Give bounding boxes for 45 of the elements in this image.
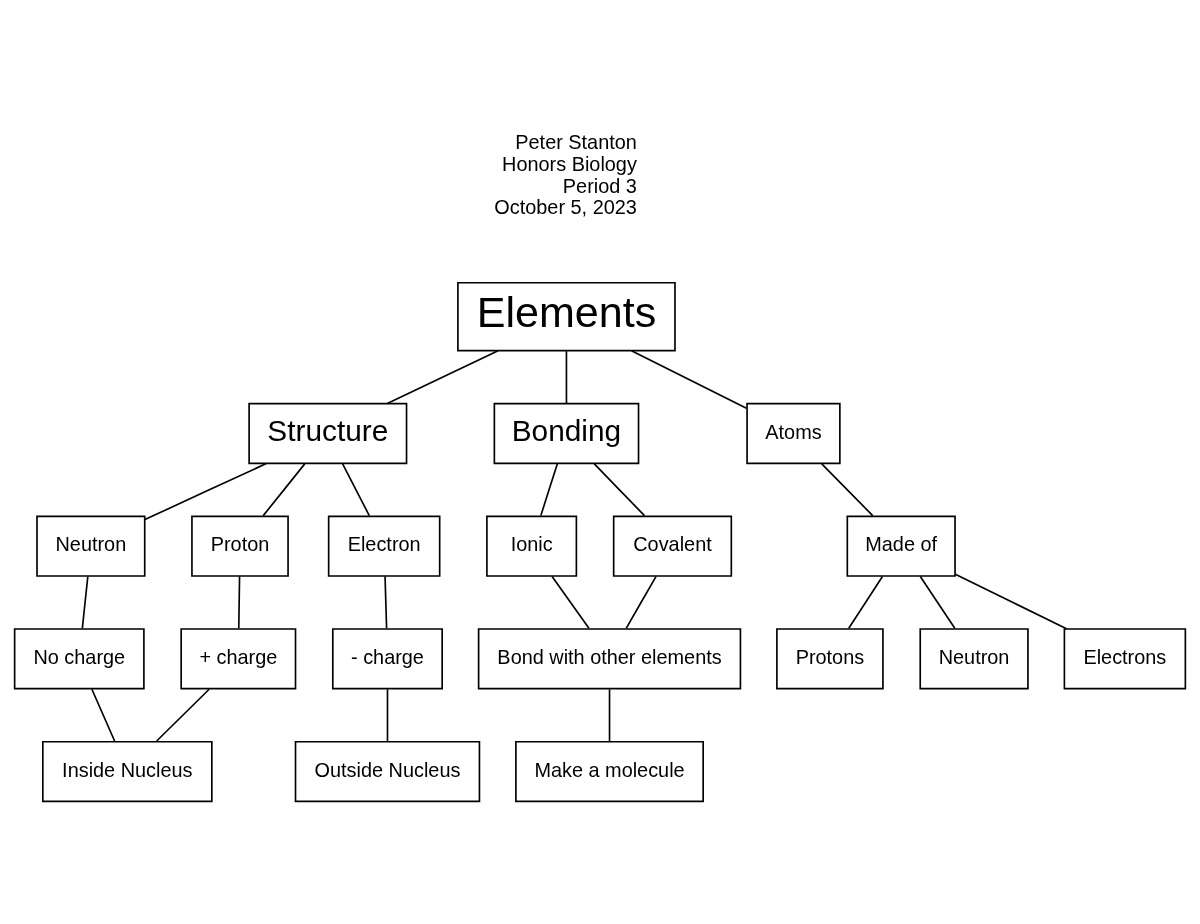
connector xyxy=(341,462,371,516)
connector xyxy=(593,462,646,516)
node-box: Neutron xyxy=(36,515,146,577)
node-box: Outside Nucleus xyxy=(294,740,481,802)
node-box: Proton xyxy=(191,515,289,577)
connector xyxy=(630,349,748,409)
connector xyxy=(847,575,884,629)
connector xyxy=(551,575,590,629)
connector xyxy=(919,575,956,629)
connector xyxy=(144,462,267,520)
connector xyxy=(820,462,874,516)
label: Honors Biology xyxy=(502,152,637,175)
connector xyxy=(155,687,210,742)
node-box: Bonding xyxy=(493,402,640,464)
connector xyxy=(81,575,89,629)
node-box: + charge xyxy=(180,627,297,690)
node-box: Inside Nucleus xyxy=(42,740,213,802)
node-box: Structure xyxy=(248,402,408,464)
node-box: Protons xyxy=(776,627,884,690)
node-box: Electrons xyxy=(1063,627,1187,690)
connector xyxy=(384,575,388,629)
node-box: Elements xyxy=(457,281,676,351)
node-box: Bond with other elements xyxy=(477,627,742,690)
connector xyxy=(386,687,389,742)
connector xyxy=(954,573,1068,629)
connector xyxy=(625,575,657,629)
node-box: Covalent xyxy=(612,515,733,577)
connector xyxy=(386,349,499,404)
node-box: Made of xyxy=(846,515,956,577)
node-box: Atoms xyxy=(746,402,841,464)
connector xyxy=(237,575,241,629)
connector xyxy=(91,687,116,742)
node-box: Make a molecule xyxy=(515,740,704,802)
label: October 5, 2023 xyxy=(494,195,637,218)
node-box: Neutron xyxy=(919,627,1029,690)
label: Peter Stanton xyxy=(515,130,637,153)
node-box: No charge xyxy=(13,627,145,690)
node-box: Ionic xyxy=(486,515,578,577)
label: Period 3 xyxy=(562,174,637,197)
node-box: Electron xyxy=(327,515,441,577)
connector xyxy=(262,462,306,516)
node-box: - charge xyxy=(331,627,443,690)
connector xyxy=(540,462,559,516)
connector xyxy=(608,687,611,742)
connector xyxy=(565,349,568,404)
